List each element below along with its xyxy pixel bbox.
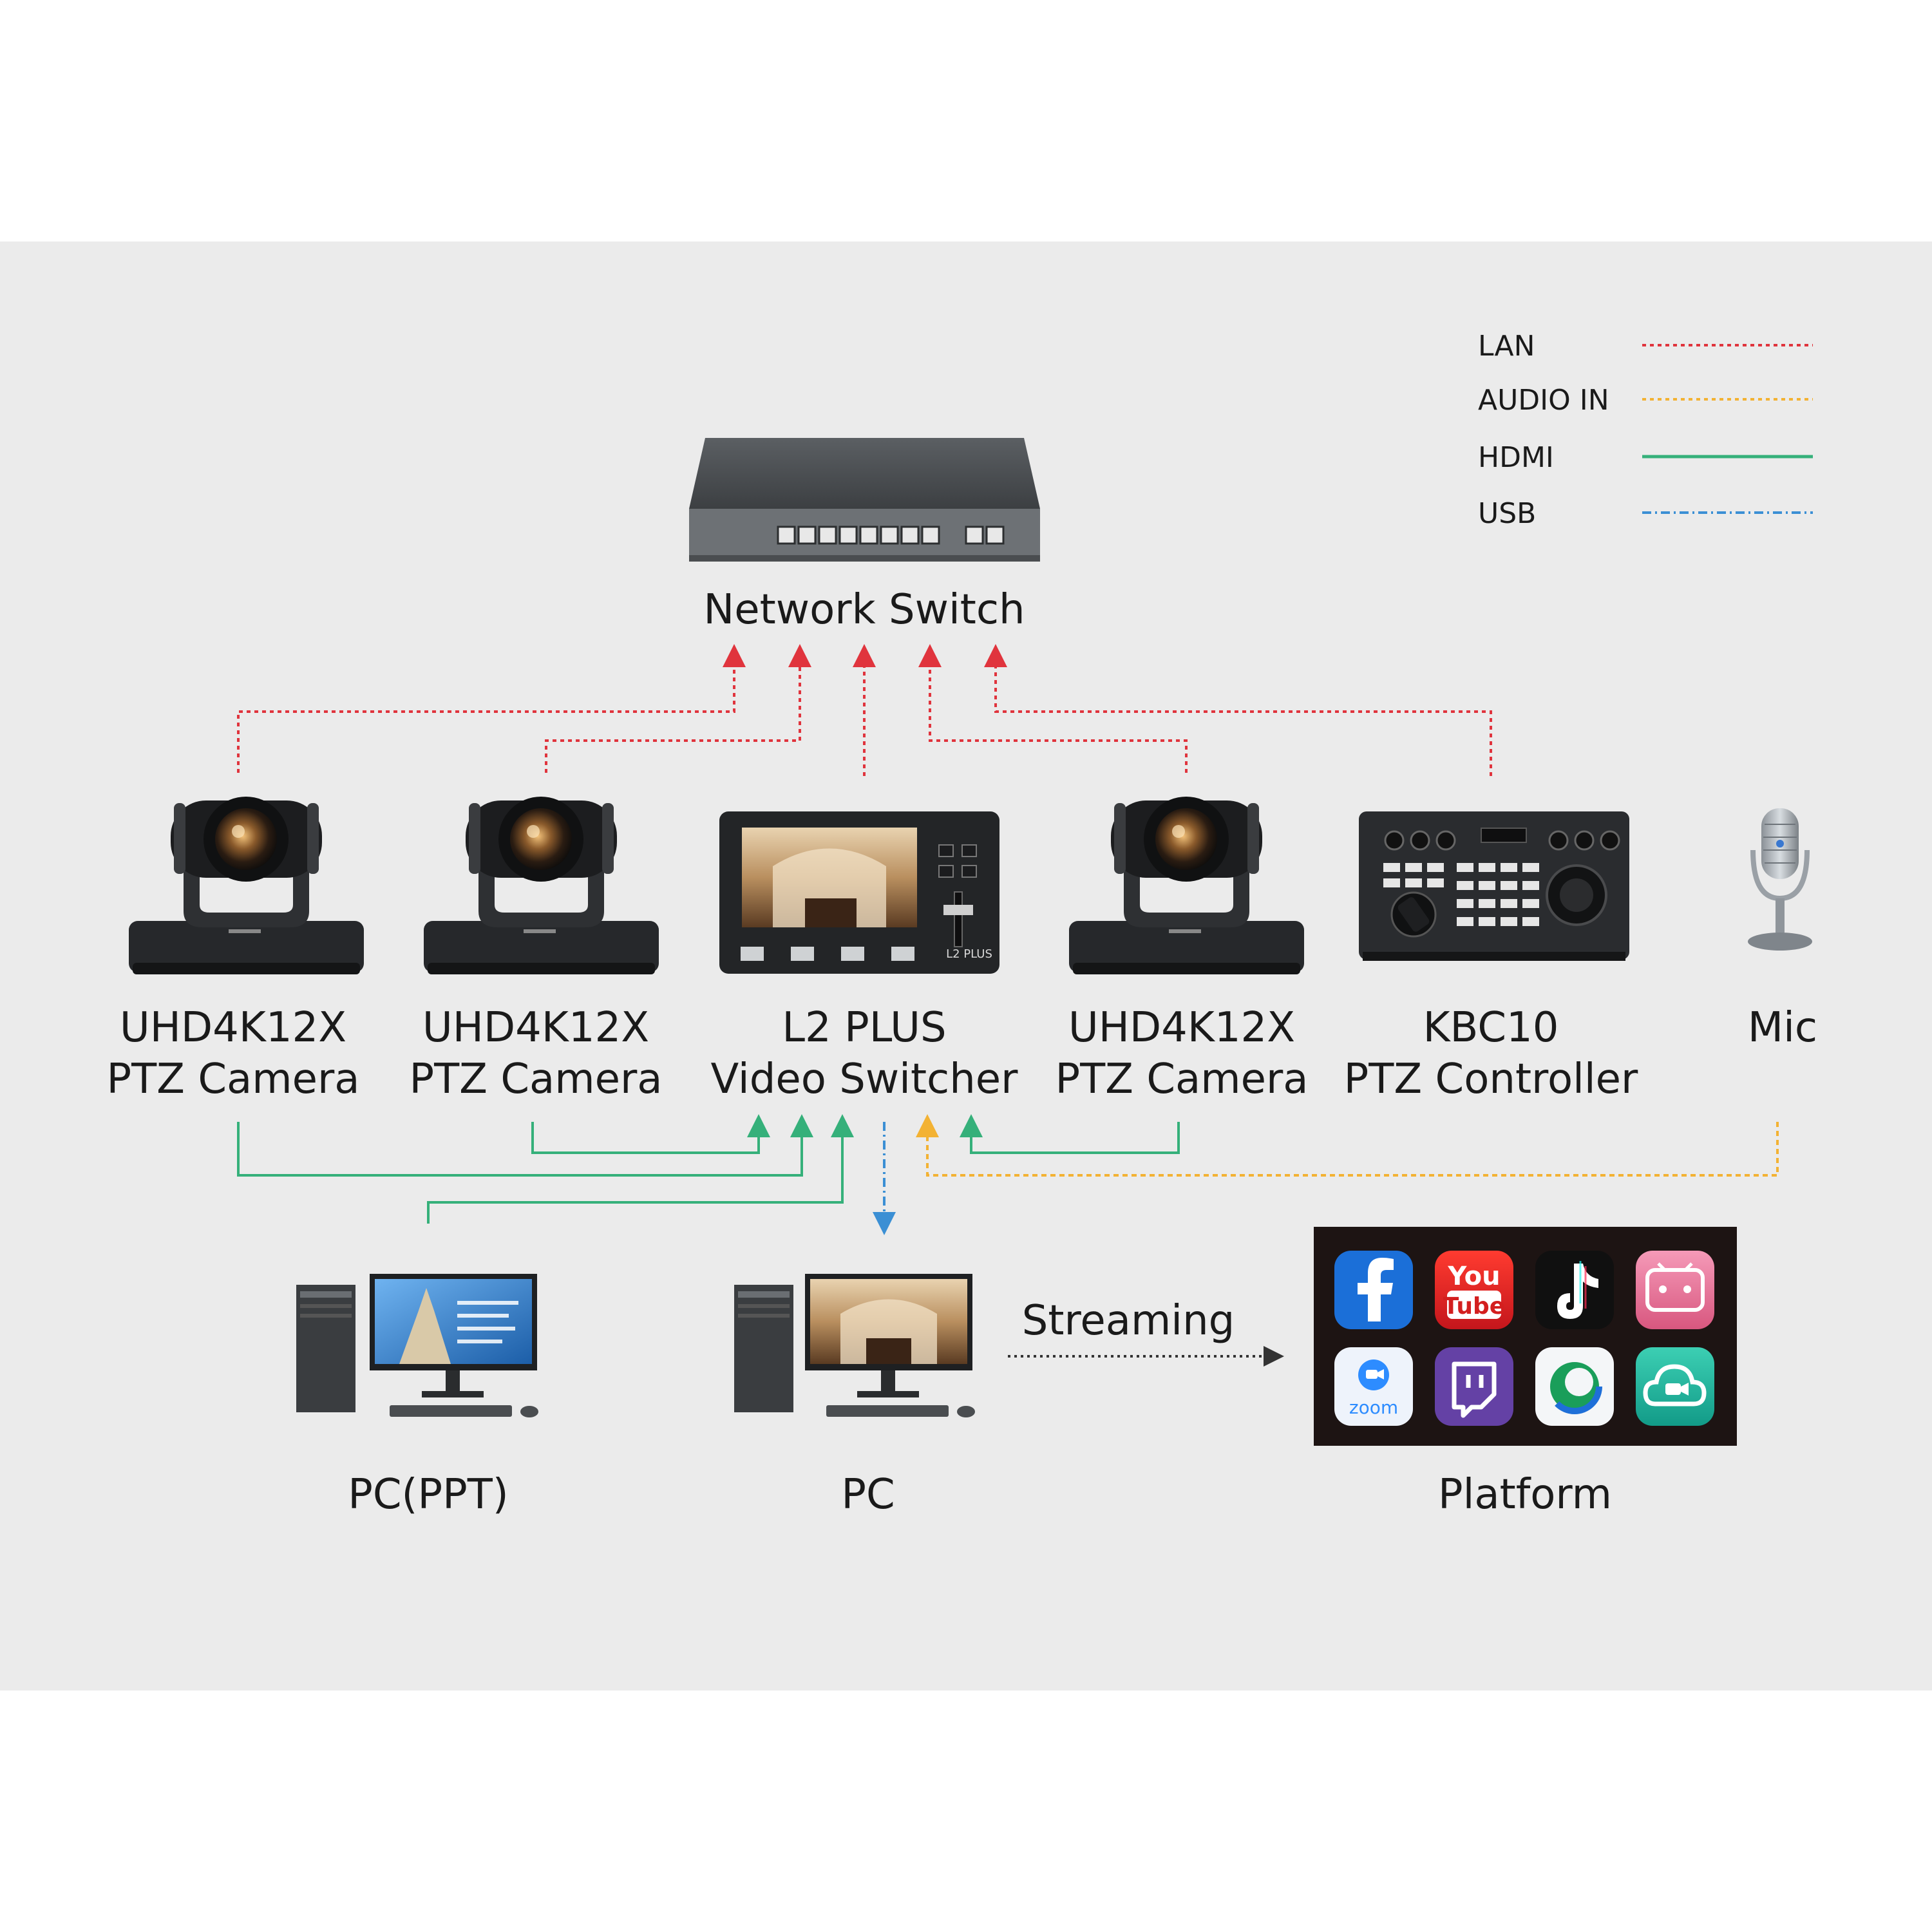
controller-model-label: KBC10 (1423, 1004, 1559, 1052)
microphone-device (1748, 808, 1812, 951)
network-switch-device (689, 438, 1040, 562)
camera3-model-label: UHD4K12X (1068, 1004, 1295, 1052)
legend-lan-label: LAN (1478, 330, 1535, 363)
ptz-camera-1 (129, 797, 364, 974)
ptz-camera-3 (1069, 797, 1304, 974)
legend: LAN AUDIO IN HDMI USB (1478, 330, 1813, 530)
streaming-label: Streaming (1022, 1297, 1235, 1345)
camera2-model-label: UHD4K12X (422, 1004, 649, 1052)
platform-label: Platform (1438, 1471, 1612, 1519)
video-switcher-device: L2 PLUS (719, 811, 999, 974)
legend-hdmi-label: HDMI (1478, 441, 1554, 474)
legend-audio-label: AUDIO IN (1478, 384, 1609, 417)
ptz-camera-2 (424, 797, 659, 974)
camera2-type-label: PTZ Camera (409, 1056, 662, 1103)
network-switch-label: Network Switch (703, 586, 1025, 634)
youtube-icon: You Tube (1435, 1251, 1513, 1329)
switcher-model-label: L2 PLUS (782, 1004, 946, 1052)
pc-device (734, 1274, 975, 1417)
zoom-icon: zoom (1334, 1347, 1413, 1426)
hdmi-connections (237, 1114, 1180, 1224)
tiktok-icon (1535, 1251, 1614, 1329)
audio-connection (916, 1114, 1779, 1177)
bilibili-icon (1636, 1251, 1714, 1329)
cloud-meeting-icon (1636, 1347, 1714, 1426)
switcher-type-label: Video Switcher (711, 1056, 1019, 1103)
lan-connections (237, 644, 1492, 776)
camera1-model-label: UHD4K12X (120, 1004, 346, 1052)
mic-label: Mic (1748, 1004, 1817, 1052)
facebook-icon (1334, 1251, 1413, 1329)
platform-panel: You Tube zoom (1314, 1227, 1737, 1446)
pc-ppt-label: PC(PPT) (348, 1471, 509, 1519)
obs-icon (1535, 1347, 1614, 1426)
twitch-icon (1435, 1347, 1513, 1426)
camera3-type-label: PTZ Camera (1055, 1056, 1308, 1103)
pc-ppt-device (296, 1274, 538, 1417)
camera1-type-label: PTZ Camera (106, 1056, 359, 1103)
youtube-text-2: Tube (1443, 1293, 1505, 1320)
youtube-text-1: You (1447, 1262, 1500, 1291)
legend-usb-label: USB (1478, 497, 1536, 530)
ptz-controller-device (1359, 811, 1629, 961)
switcher-brand: L2 PLUS (946, 947, 992, 961)
pc-label: PC (841, 1471, 895, 1519)
controller-type-label: PTZ Controller (1344, 1056, 1638, 1103)
zoom-text: zoom (1349, 1397, 1398, 1418)
